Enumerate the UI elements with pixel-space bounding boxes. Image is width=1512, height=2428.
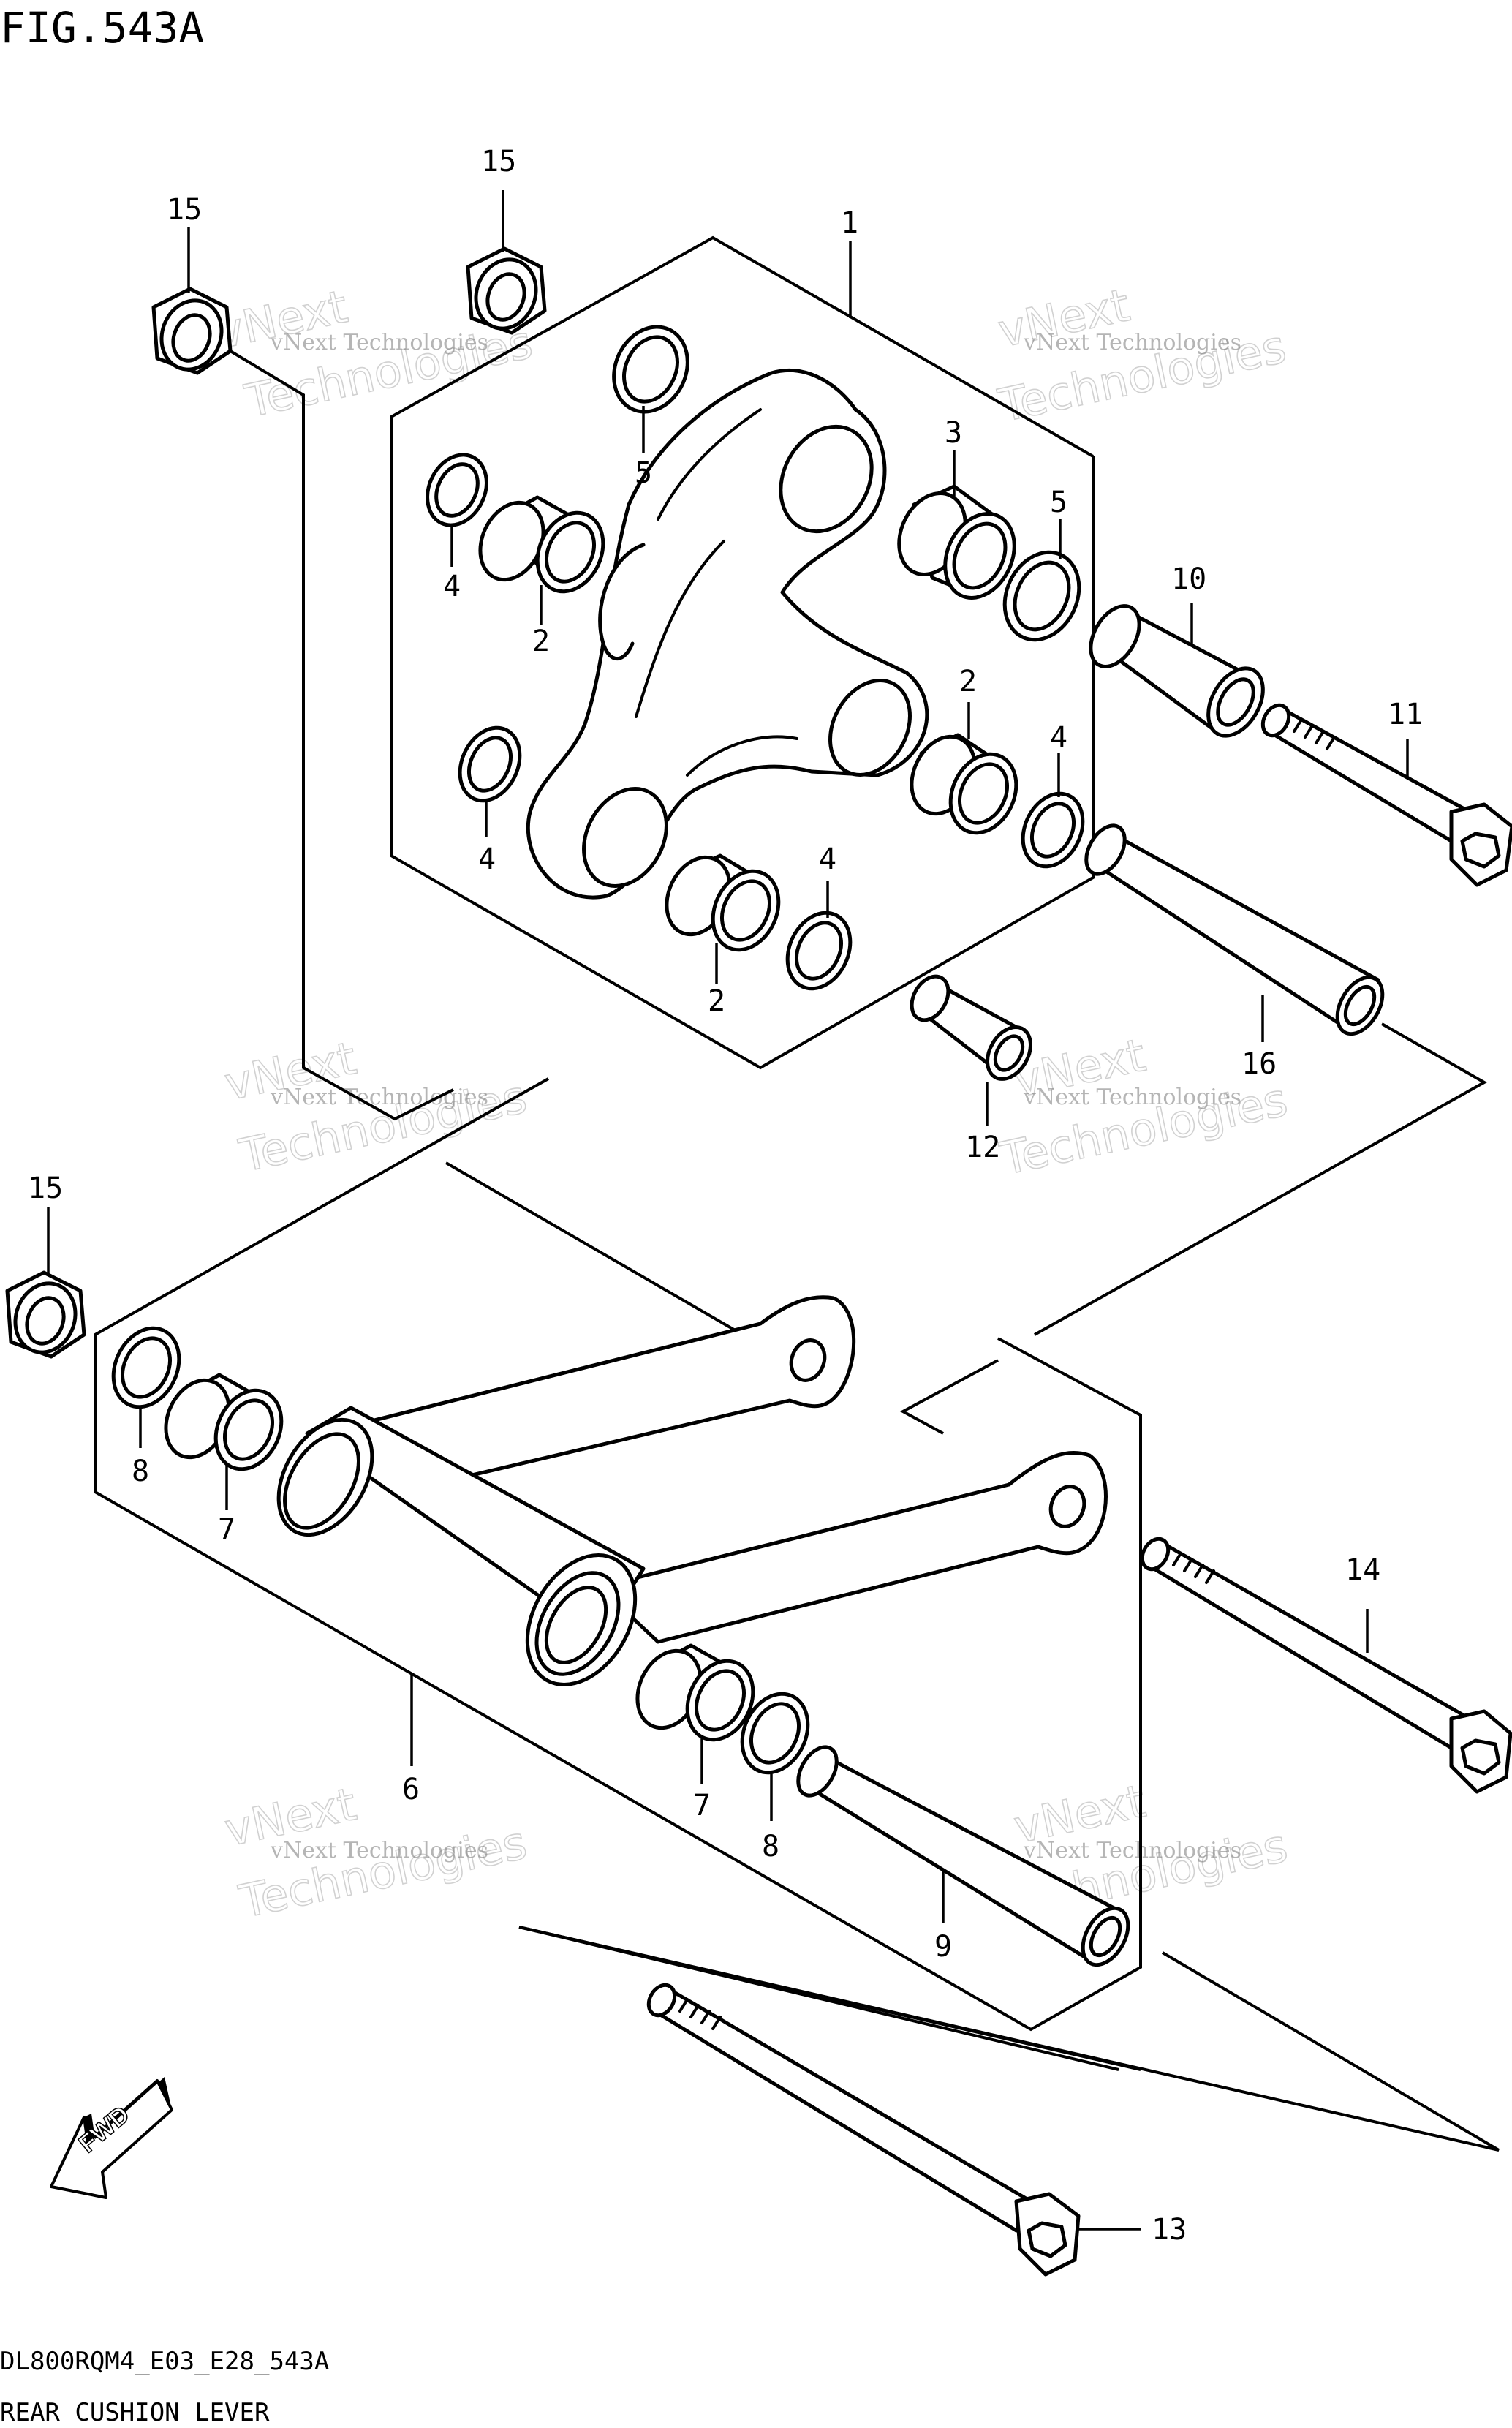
drawing-caption: REAR CUSHION LEVER bbox=[0, 2398, 270, 2427]
callout-15-a: 15 bbox=[167, 193, 202, 227]
callout-11: 11 bbox=[1388, 698, 1423, 731]
callout-4-d: 4 bbox=[819, 842, 836, 876]
collar-12 bbox=[910, 974, 1032, 1081]
callout-13: 13 bbox=[1152, 2213, 1187, 2247]
callout-15-c: 15 bbox=[28, 1172, 63, 1205]
watermark-text-2: vNext Technologies bbox=[1023, 330, 1241, 355]
bushing-2-upper-left bbox=[478, 495, 605, 594]
callout-12: 12 bbox=[965, 1131, 1000, 1164]
watermark-text-5: vNext Technologies bbox=[270, 1838, 488, 1863]
drawing-code: DL800RQM4_E03_E28_543A bbox=[0, 2347, 329, 2376]
cushion-lever bbox=[526, 368, 929, 900]
washer-4-right bbox=[1021, 791, 1085, 869]
callout-3: 3 bbox=[945, 416, 962, 450]
bolt-11 bbox=[1260, 703, 1512, 887]
callout-10: 10 bbox=[1171, 562, 1206, 596]
bolt-13 bbox=[646, 1983, 1081, 2277]
callout-2-b: 2 bbox=[959, 665, 977, 698]
callout-4-a: 4 bbox=[443, 570, 461, 603]
callout-7-b: 7 bbox=[693, 1789, 711, 1822]
watermark-text-6: vNext Technologies bbox=[1023, 1838, 1241, 1863]
callout-7-a: 7 bbox=[218, 1513, 235, 1547]
watermark-5: vNext Technologies bbox=[219, 1776, 532, 1929]
nut-15-top bbox=[466, 246, 547, 335]
spacer-10 bbox=[1089, 604, 1265, 738]
fwd-arrow-icon: FWD bbox=[50, 2077, 173, 2199]
collar-16 bbox=[1084, 823, 1385, 1036]
bushing-2-lower bbox=[665, 853, 781, 952]
watermark-text-3: vNext Technologies bbox=[270, 1085, 488, 1110]
washer-4-lower-left bbox=[458, 725, 522, 803]
bushing-7-right bbox=[635, 1643, 755, 1742]
watermark-text-1: vNext Technologies bbox=[270, 330, 488, 355]
washer-4-bottom bbox=[785, 910, 853, 991]
bolt-14 bbox=[1140, 1537, 1512, 1794]
watermark-text-4: vNext Technologies bbox=[1023, 1085, 1241, 1110]
washer-8-left bbox=[111, 1326, 181, 1409]
washer-8-right bbox=[740, 1692, 810, 1775]
washer-5-top bbox=[612, 325, 689, 414]
bushing-2-right bbox=[910, 733, 1018, 835]
callout-14: 14 bbox=[1345, 1553, 1380, 1587]
collar-9 bbox=[796, 1745, 1130, 1967]
callout-2-a: 2 bbox=[532, 625, 550, 658]
callout-15-b: 15 bbox=[481, 145, 516, 178]
callout-5-a: 5 bbox=[635, 456, 652, 490]
group-line-left bbox=[229, 350, 454, 1121]
nut-15-top-left bbox=[151, 287, 233, 375]
bushing-7-left bbox=[164, 1373, 284, 1471]
callout-labels: 1 15 15 5 3 5 4 2 2 4 4 2 4 10 11 16 12 … bbox=[28, 145, 1423, 2247]
washer-4-upper-left bbox=[426, 453, 488, 527]
callout-9: 9 bbox=[934, 1930, 952, 1964]
callout-4-c: 4 bbox=[478, 842, 496, 876]
callout-1: 1 bbox=[841, 206, 858, 240]
callout-8-a: 8 bbox=[132, 1455, 149, 1488]
leader-lines bbox=[47, 190, 1409, 2231]
figure-title: FIG.543A bbox=[0, 3, 204, 53]
cushion-rod bbox=[276, 1295, 1108, 1686]
callout-8-b: 8 bbox=[762, 1830, 779, 1863]
lower-assembly-frame bbox=[94, 1077, 1142, 2032]
nut-15-middle-left bbox=[5, 1270, 86, 1359]
callout-2-c: 2 bbox=[708, 984, 725, 1018]
lower-frame-inner bbox=[899, 1359, 999, 1435]
callout-5-b: 5 bbox=[1050, 486, 1067, 519]
callout-16: 16 bbox=[1241, 1047, 1277, 1081]
callout-4-b: 4 bbox=[1050, 721, 1067, 755]
collar-3 bbox=[897, 484, 1016, 600]
upper-assembly-frame bbox=[390, 235, 1095, 1070]
callout-6: 6 bbox=[402, 1773, 420, 1806]
group-line-right bbox=[1034, 1022, 1488, 1336]
